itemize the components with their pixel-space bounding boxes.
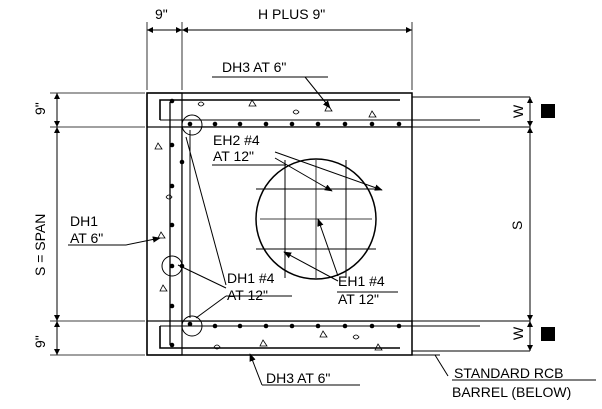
dim-bottom-slab: 9" — [32, 335, 48, 348]
label-barrel-line2: BARREL (BELOW) — [452, 384, 571, 400]
concrete-section — [146, 92, 413, 356]
label-dh1-line2: AT 6" — [70, 230, 103, 246]
dim-top-width: H PLUS 9" — [258, 6, 325, 22]
label-dh1-line1: DH1 — [70, 213, 98, 229]
label-dh1n4-line2: AT 12" — [227, 287, 268, 303]
bar-callout-circles — [161, 114, 203, 337]
rebar-dots — [169, 98, 402, 348]
label-dh3-bottom: DH3 AT 6" — [266, 370, 330, 386]
label-dh3-top: DH3 AT 6" — [222, 59, 286, 75]
label-barrel-line1: STANDARD RCB — [454, 365, 563, 381]
rebar-lines — [159, 99, 400, 349]
leader-lines — [68, 76, 596, 386]
text-labels: 9" H PLUS 9" 9" 9" S = SPAN S W W DH3 AT… — [32, 6, 571, 400]
label-eh1-line1: EH1 #4 — [338, 273, 385, 289]
dim-span: S = SPAN — [32, 214, 48, 276]
pipe-opening — [255, 158, 377, 280]
dim-left-width: 9" — [155, 6, 168, 22]
dim-wall-bottom: W — [510, 326, 526, 340]
dimension-lines — [50, 22, 555, 356]
dim-top-slab: 9" — [32, 102, 48, 115]
label-eh1-line2: AT 12" — [338, 291, 379, 307]
label-eh2-line2: AT 12" — [213, 148, 254, 164]
dim-wall-top: W — [510, 104, 526, 118]
label-eh2-line1: EH2 #4 — [213, 132, 260, 148]
label-dh1n4-line1: DH1 #4 — [227, 270, 275, 286]
dim-right-span: S — [509, 221, 525, 230]
